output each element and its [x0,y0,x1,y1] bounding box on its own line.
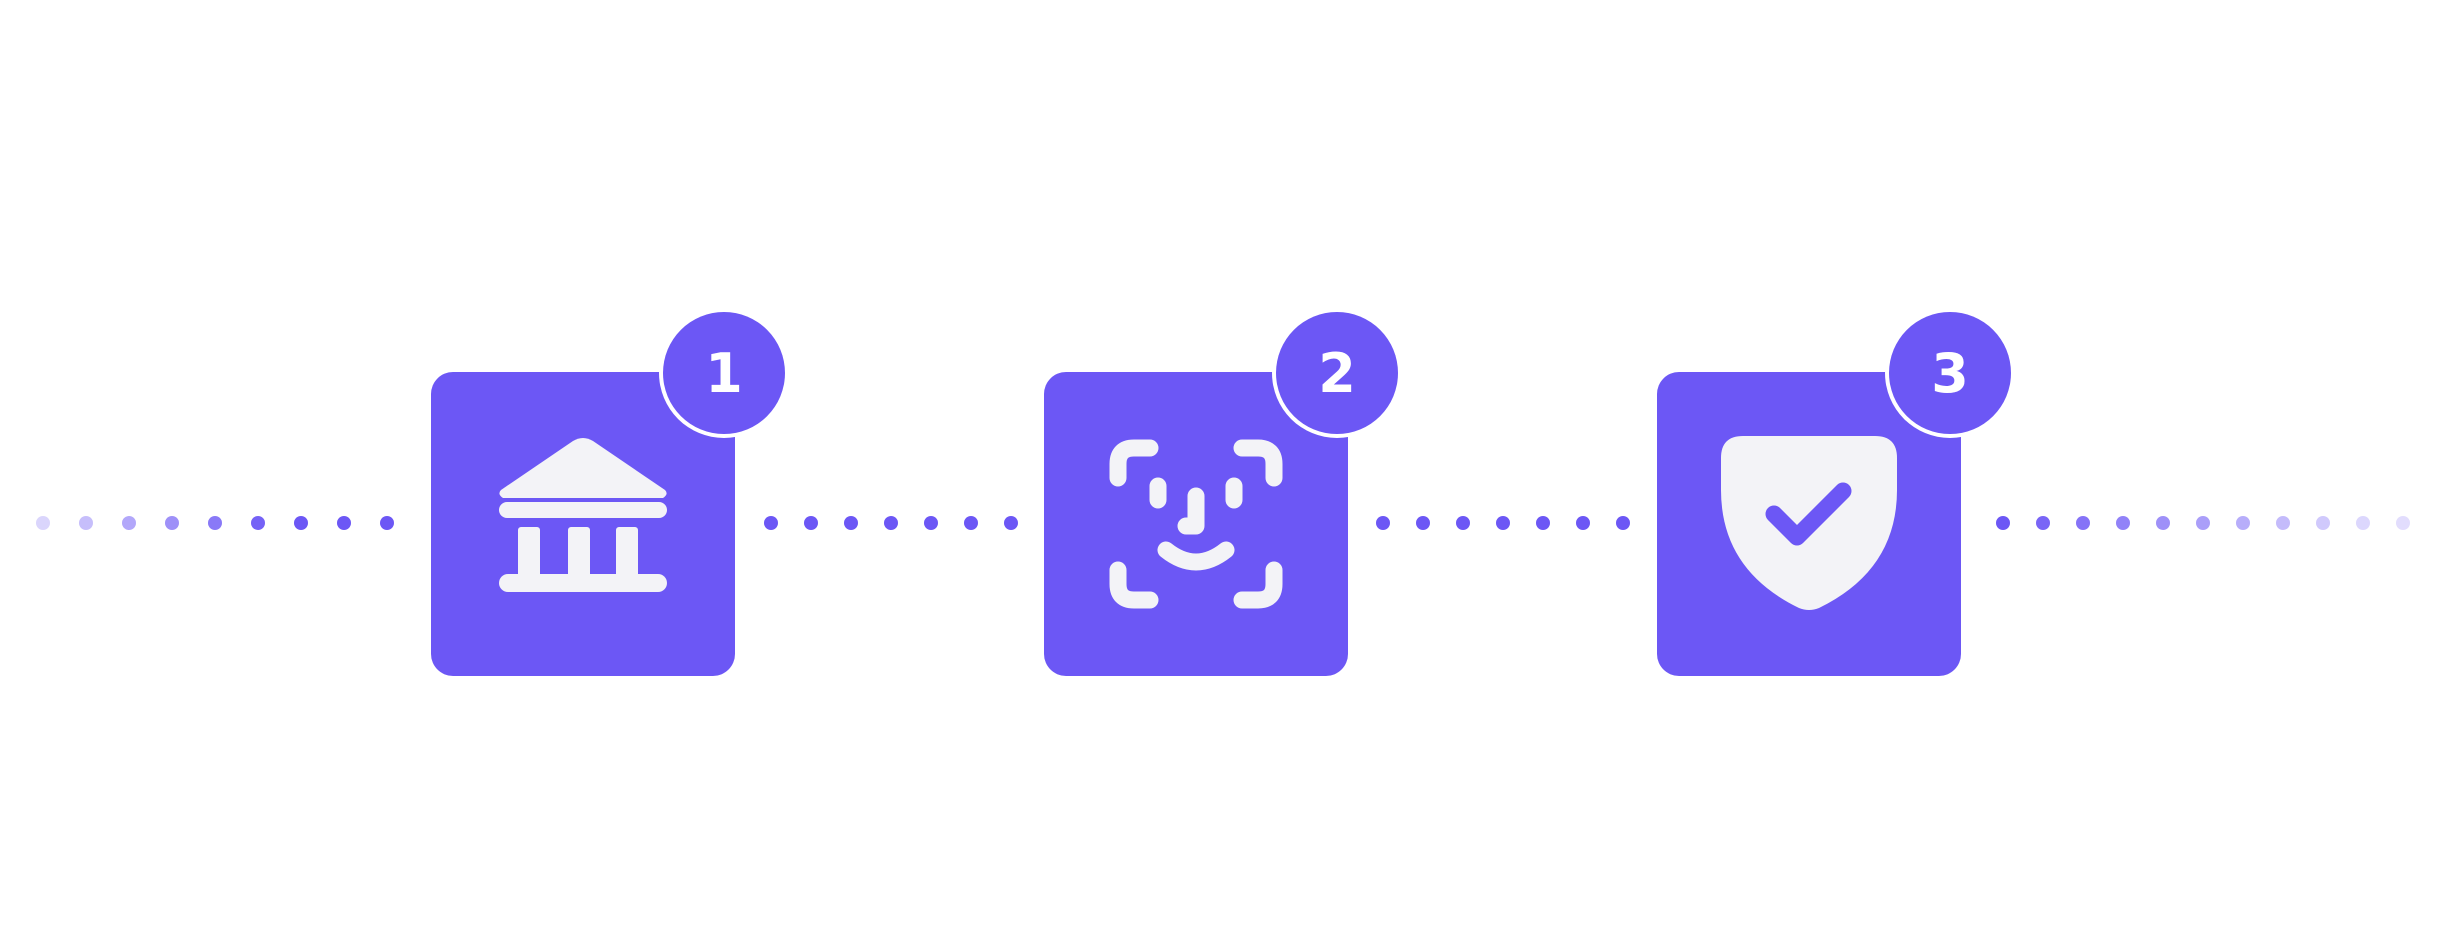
connector-dot [380,516,394,530]
step-number-badge: 1 [663,312,785,434]
connector-dot [2036,516,2050,530]
connector-dot [79,516,93,530]
connector-dot [208,516,222,530]
connector-dot [2196,516,2210,530]
connector-dot [1376,516,1390,530]
connector-dot [884,516,898,530]
connector-dot [1456,516,1470,530]
connector-dot [165,516,179,530]
connector-dot [122,516,136,530]
step-1-card: 1 [431,312,785,676]
bank-icon [499,438,667,592]
step-number-badge: 2 [1276,312,1398,434]
connector-dot [1536,516,1550,530]
connector-dot [2276,516,2290,530]
connector-dot [764,516,778,530]
connector-dot [36,516,50,530]
connector-dot [1496,516,1510,530]
connector-dot [804,516,818,530]
face-scan-icon [1109,439,1283,609]
connector-dot [2116,516,2130,530]
connector-dot [294,516,308,530]
connector-dot [2356,516,2370,530]
connector-dot [1004,516,1018,530]
connector-dot [251,516,265,530]
step-number-badge: 3 [1889,312,2011,434]
connector-dot [964,516,978,530]
connector-dot [337,516,351,530]
connector-dot [924,516,938,530]
connector-dot [2236,516,2250,530]
connector-dot [1416,516,1430,530]
connector-dot [1996,516,2010,530]
connector-dot [2076,516,2090,530]
shield-check-icon [1721,436,1897,610]
step-3-card: 3 [1657,312,2011,676]
connector-dot [1576,516,1590,530]
connector-dot [2316,516,2330,530]
connector-dot [1616,516,1630,530]
connector-dot [844,516,858,530]
step-2-card: 2 [1044,312,1398,676]
connector-dot [2396,516,2410,530]
connector-dot [2156,516,2170,530]
